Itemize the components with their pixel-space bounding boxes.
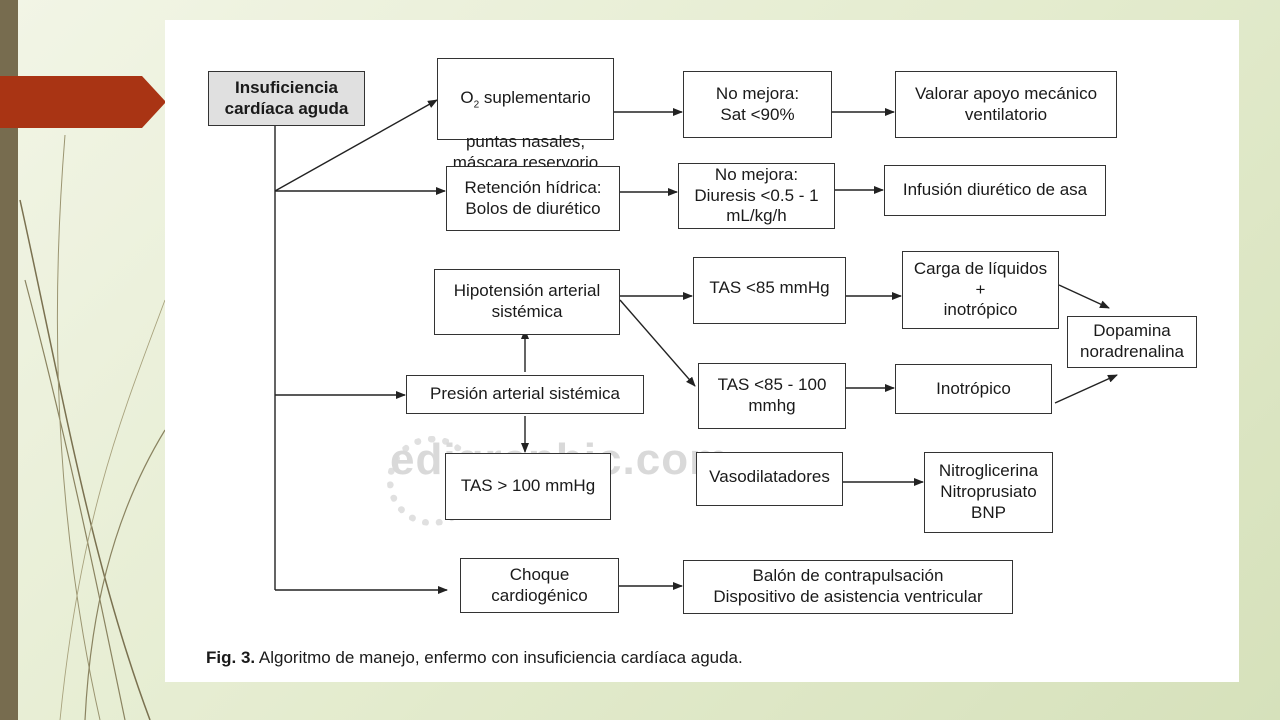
node-apoyo-mecanico: Valorar apoyo mecánico ventilatorio [895,71,1117,138]
caption-label: Fig. 3. [206,648,256,667]
node-vasodilatadores: Vasodilatadores [696,452,843,506]
node-carga-liquidos: Carga de líquidos + inotrópico [902,251,1059,329]
node-inotropico: Inotrópico [895,364,1052,414]
decorative-curves [19,134,166,720]
red-arrow-tab [0,76,166,128]
node-tas-100: TAS > 100 mmHg [445,453,611,520]
node-no-mejora-diuresis: No mejora: Diuresis <0.5 - 1 mL/kg/h [678,163,835,229]
node-no-mejora-sat: No mejora: Sat <90% [683,71,832,138]
node-choque-cardiogenico: Choque cardiogénico [460,558,619,613]
node-balon-contrapulsacion: Balón de contrapulsación Dispositivo de … [683,560,1013,614]
node-dopamina: Dopamina noradrenalina [1067,316,1197,368]
figure-caption: Fig. 3. Algoritmo de manejo, enfermo con… [206,648,743,668]
slide-content-panel: edigraphic.com [165,20,1239,682]
node-retencion-hidrica: Retención hídrica: Bolos de diurético [446,166,620,231]
node-infusion-diuretico: Infusión diurético de asa [884,165,1106,216]
node-hipotension-arterial: Hipotensión arterial sistémica [434,269,620,335]
flowchart-connectors [274,99,1118,594]
node-presion-arterial: Presión arterial sistémica [406,375,644,414]
node-insuficiencia-cardiaca: Insuficiencia cardíaca aguda [208,71,365,126]
o2-heading: O2 suplementario [460,87,591,111]
node-tas-85-100: TAS <85 - 100 mmhg [698,363,846,429]
left-accent-bar [0,0,18,720]
node-nitroglicerina: Nitroglicerina Nitroprusiato BNP [924,452,1053,533]
caption-text: Algoritmo de manejo, enfermo con insufic… [255,648,743,667]
node-tas-85: TAS <85 mmHg [693,257,846,324]
node-o2-suplementario: O2 suplementario puntas nasales, máscara… [437,58,614,172]
